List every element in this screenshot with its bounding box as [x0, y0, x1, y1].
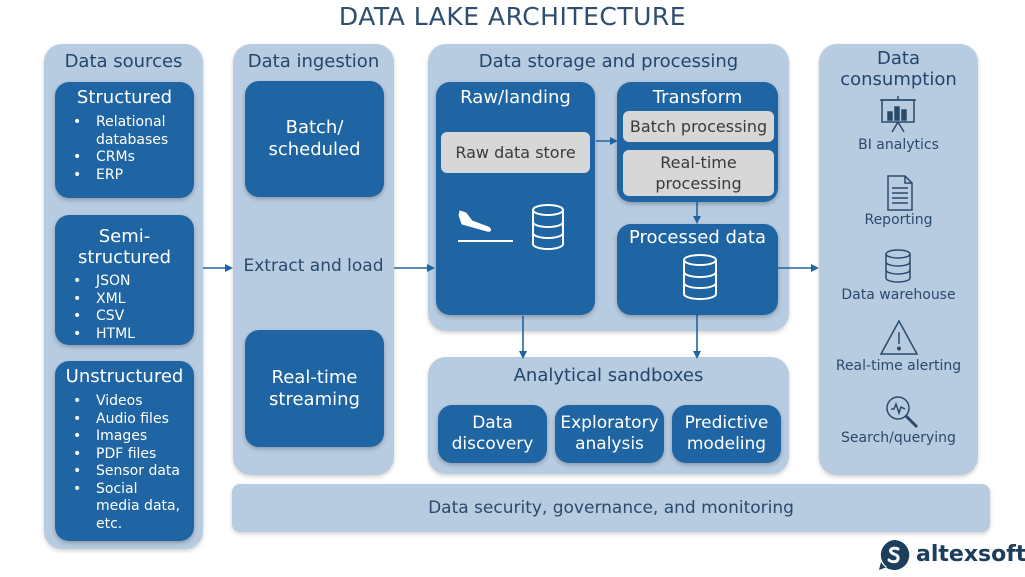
realtime-line: Real-time	[271, 366, 358, 388]
realtime-processing-line: Real-time	[660, 153, 737, 172]
unstructured-title: Unstructured	[65, 366, 184, 387]
structured-title: Structured	[76, 87, 173, 108]
batch-processing-box: Batch processing	[623, 111, 774, 142]
raw-landing-title: Raw/landing	[460, 87, 571, 108]
list-item-continued: etc.	[96, 515, 123, 532]
list-item: ERP	[55, 167, 194, 185]
list-item: XML	[55, 291, 194, 309]
raw-data-store: Raw data store	[441, 132, 590, 173]
analytical-sandboxes-header: Analytical sandboxes	[513, 365, 704, 386]
list-item: JSON	[55, 273, 194, 291]
sandbox-line: modeling	[686, 434, 767, 454]
exploratory-analysis-box: Exploratory analysis	[555, 405, 664, 463]
list-item: CSV	[55, 308, 194, 326]
search-querying-label: Search/querying	[841, 430, 956, 446]
realtime-processing-box: Real-time processing	[623, 150, 774, 196]
semi-structured-box: Semi-structured JSON XML CSV HTML	[55, 215, 194, 345]
batch-line: Batch/	[285, 117, 344, 138]
consumption-header-line: Data	[877, 48, 920, 69]
processed-data-box: Processed data	[617, 224, 778, 315]
data-warehouse-label: Data warehouse	[841, 287, 956, 303]
reporting-label: Reporting	[864, 212, 933, 228]
sandbox-line: Data	[472, 413, 513, 433]
realtime-processing-line: processing	[655, 174, 742, 193]
list-item: Social	[55, 481, 194, 499]
list-item: Sensor data	[55, 463, 194, 481]
security-governance-bar: Data security, governance, and monitorin…	[232, 484, 990, 532]
list-item: Relational	[55, 114, 194, 132]
structured-box: Structured Relational databases CRMs ERP	[55, 82, 194, 198]
data-ingestion-header: Data ingestion	[247, 51, 380, 72]
altexsoft-logo: altexsoft	[877, 537, 1025, 573]
list-item: CRMs	[55, 149, 194, 167]
altexsoft-logo-mark	[879, 539, 910, 570]
data-consumption-header: Data consumption	[819, 48, 978, 90]
batch-line: scheduled	[268, 139, 361, 160]
data-sources-header: Data sources	[64, 51, 183, 72]
list-item: Videos	[55, 393, 194, 411]
structured-list: Relational databases CRMs ERP	[55, 114, 194, 184]
predictive-modeling-box: Predictive modeling	[672, 405, 781, 463]
sandbox-line: Predictive	[684, 413, 769, 433]
batch-scheduled-box: Batch/ scheduled	[245, 81, 384, 197]
list-item: PDF files	[55, 446, 194, 464]
data-consumption-panel	[819, 44, 978, 475]
raw-landing-box: Raw/landing	[436, 82, 595, 315]
brand-name: altexsoft	[916, 542, 1025, 567]
semi-structured-list: JSON XML CSV HTML	[55, 273, 194, 343]
sandbox-line: Exploratory	[560, 413, 659, 433]
semi-structured-title: Semi-structured	[77, 226, 172, 268]
unstructured-box: Unstructured Videos Audio files Images P…	[55, 361, 194, 541]
bi-analytics-label: BI analytics	[858, 137, 939, 153]
unstructured-list: Videos Audio files Images PDF files Sens…	[55, 393, 194, 533]
processed-data-title: Processed data	[628, 227, 767, 248]
storage-processing-header: Data storage and processing	[478, 51, 739, 72]
realtime-alerting-label: Real-time alerting	[835, 358, 962, 374]
list-item: Images	[55, 428, 194, 446]
extract-and-load-label: Extract and load	[243, 256, 384, 276]
list-item: Audio files	[55, 411, 194, 429]
realtime-streaming-box: Real-time streaming	[245, 330, 384, 447]
sandbox-line: discovery	[451, 434, 534, 454]
list-item-continued: media data,	[96, 498, 181, 514]
list-item: HTML	[55, 326, 194, 344]
data-discovery-box: Data discovery	[438, 405, 547, 463]
list-item-continued: databases	[96, 131, 169, 148]
transform-title: Transform	[652, 87, 743, 108]
sandbox-line: analysis	[575, 434, 644, 454]
consumption-header-line: consumption	[840, 69, 957, 90]
diagram-title: DATA LAKE ARCHITECTURE	[338, 2, 687, 31]
realtime-line: streaming	[269, 388, 360, 410]
